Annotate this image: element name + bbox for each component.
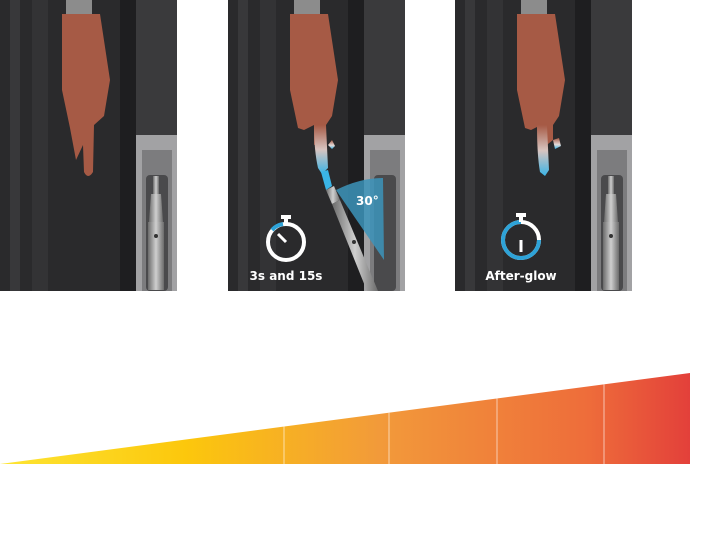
panel-after-glow: After-glow: [455, 0, 632, 291]
timer-label: 3s and 15s: [250, 269, 323, 283]
angle-label: 30°: [356, 194, 379, 208]
wand-tilted: [321, 170, 378, 291]
angle-indicator: [336, 178, 384, 260]
stopwatch-icon: [266, 215, 306, 262]
after-glow-timer-icon: [501, 213, 541, 260]
hand-icon: [62, 14, 110, 176]
hand-icon: [290, 14, 338, 145]
panel-touch-timer: 30° 3s and 15s: [228, 0, 405, 291]
intensity-ramp: [0, 373, 690, 464]
after-glow-label: After-glow: [485, 269, 556, 283]
hand-icon: [517, 14, 565, 148]
panel-hand-approach: [0, 0, 177, 291]
